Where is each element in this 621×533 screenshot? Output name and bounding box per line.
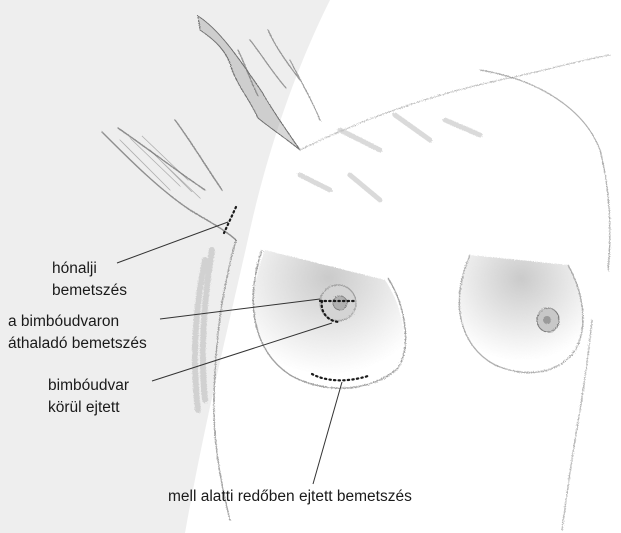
right-breast-contour [459,255,583,372]
right-shoulder-contour [480,70,610,270]
axillary-incision-label: hónalji bemetszés [52,258,127,302]
left-nipple [333,296,347,310]
axillary-label-line1: hónalji [52,258,127,280]
collarbone-hatching [300,115,480,200]
right-nipple [543,316,551,324]
periareolar-incision-label: bimbóudvar körül ejtett [48,375,129,419]
axillary-label-line2: bemetszés [52,280,127,302]
inframammary-leader [313,382,342,484]
transareolar-label-line2: áthaladó bemetszés [8,333,147,355]
transareolar-label-line1: a bimbóudvaron [8,311,147,333]
transareolar-incision-label: a bimbóudvaron áthaladó bemetszés [8,311,147,355]
periareolar-label-line1: bimbóudvar [48,375,129,397]
periareolar-label-line2: körül ejtett [48,397,129,419]
inframammary-label-text: mell alatti redőben ejtett bemetszés [168,486,412,508]
inframammary-incision-label: mell alatti redőben ejtett bemetszés [168,486,412,508]
